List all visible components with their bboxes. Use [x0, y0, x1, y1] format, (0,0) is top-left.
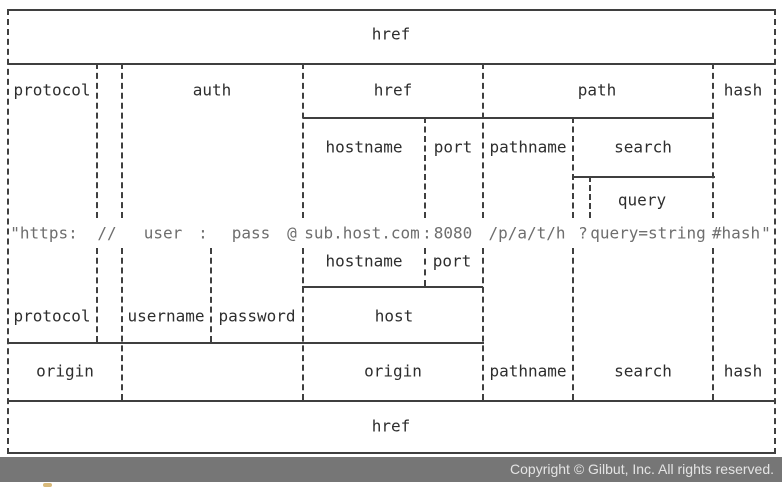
label-search-whatwg: search	[614, 361, 672, 381]
url-token-slashes: //	[97, 223, 117, 243]
label-protocol-whatwg: protocol	[13, 306, 91, 326]
label-query: query	[617, 190, 667, 210]
diagram-vline	[712, 63, 714, 218]
label-hash-whatwg: hash	[723, 361, 763, 381]
diagram-hline-origin-top	[8, 342, 484, 344]
diagram-vline	[589, 176, 591, 218]
diagram-hline-href-bottom-top	[8, 400, 775, 402]
diagram-vline	[482, 63, 484, 218]
url-token-hostname: sub.host.com	[304, 223, 420, 243]
diagram-vline	[712, 248, 714, 400]
url-token-colon-port: :	[422, 223, 432, 243]
page-mark-artifact	[43, 483, 52, 487]
diagram-vline	[572, 117, 574, 218]
label-hostname-legacy: hostname	[325, 137, 403, 157]
label-href-host: href	[373, 80, 413, 100]
url-token-user: user	[143, 223, 183, 243]
label-pathname-legacy: pathname	[489, 137, 567, 157]
url-token-quote-close: "	[761, 223, 771, 243]
label-origin-left: origin	[36, 361, 94, 381]
diagram-vline	[96, 248, 98, 342]
diagram-vline	[302, 248, 304, 400]
diagram-hline-host-top	[302, 286, 483, 288]
copyright-text: Copyright © Gilbut, Inc. All rights rese…	[510, 461, 774, 477]
url-token-querystring: query=string	[590, 223, 706, 243]
diagram-vline	[121, 248, 123, 400]
label-auth: auth	[192, 80, 232, 100]
diagram-hline-hostpath-bottom	[303, 117, 714, 119]
diagram-vline	[210, 248, 212, 342]
diagram-vline	[121, 63, 123, 218]
diagram-vline	[424, 117, 426, 218]
label-password: password	[218, 306, 296, 326]
url-token-hash: #hash	[711, 223, 761, 243]
diagram-vline-right-edge	[774, 9, 776, 454]
label-pathname-whatwg: pathname	[489, 361, 567, 381]
url-token-at: @	[287, 223, 297, 243]
label-port-legacy: port	[433, 137, 473, 157]
diagram-vline	[302, 63, 304, 218]
diagram-vline	[572, 248, 574, 400]
diagram-vline	[96, 63, 98, 218]
label-username: username	[127, 306, 205, 326]
diagram-vline	[424, 248, 426, 286]
url-token-pathname: /p/a/t/h	[488, 223, 566, 243]
diagram-hline-top-border	[8, 9, 775, 11]
diagram-hline-row1-bottom	[8, 63, 775, 65]
label-port-whatwg: port	[432, 251, 472, 271]
label-origin-host: origin	[364, 361, 422, 381]
diagram-vline	[482, 248, 484, 400]
label-search-legacy: search	[614, 137, 672, 157]
url-token-https: "https:	[10, 223, 78, 243]
diagram-vline-left-edge	[7, 9, 9, 454]
label-host: host	[374, 306, 414, 326]
diagram-hline-bottom-border	[8, 452, 775, 454]
label-href-top: href	[371, 24, 411, 44]
label-hash-legacy: hash	[723, 80, 763, 100]
label-hostname-whatwg: hostname	[325, 251, 403, 271]
url-token-question: ?	[578, 223, 588, 243]
url-token-port: 8080	[433, 223, 473, 243]
url-token-pass: pass	[231, 223, 271, 243]
label-href-bottom: href	[371, 416, 411, 436]
label-path: path	[577, 80, 617, 100]
label-protocol-legacy: protocol	[13, 80, 91, 100]
copyright-bar: Copyright © Gilbut, Inc. All rights rese…	[0, 457, 782, 482]
diagram-hline-search-bottom	[573, 176, 715, 178]
url-token-colon-auth: :	[198, 223, 208, 243]
